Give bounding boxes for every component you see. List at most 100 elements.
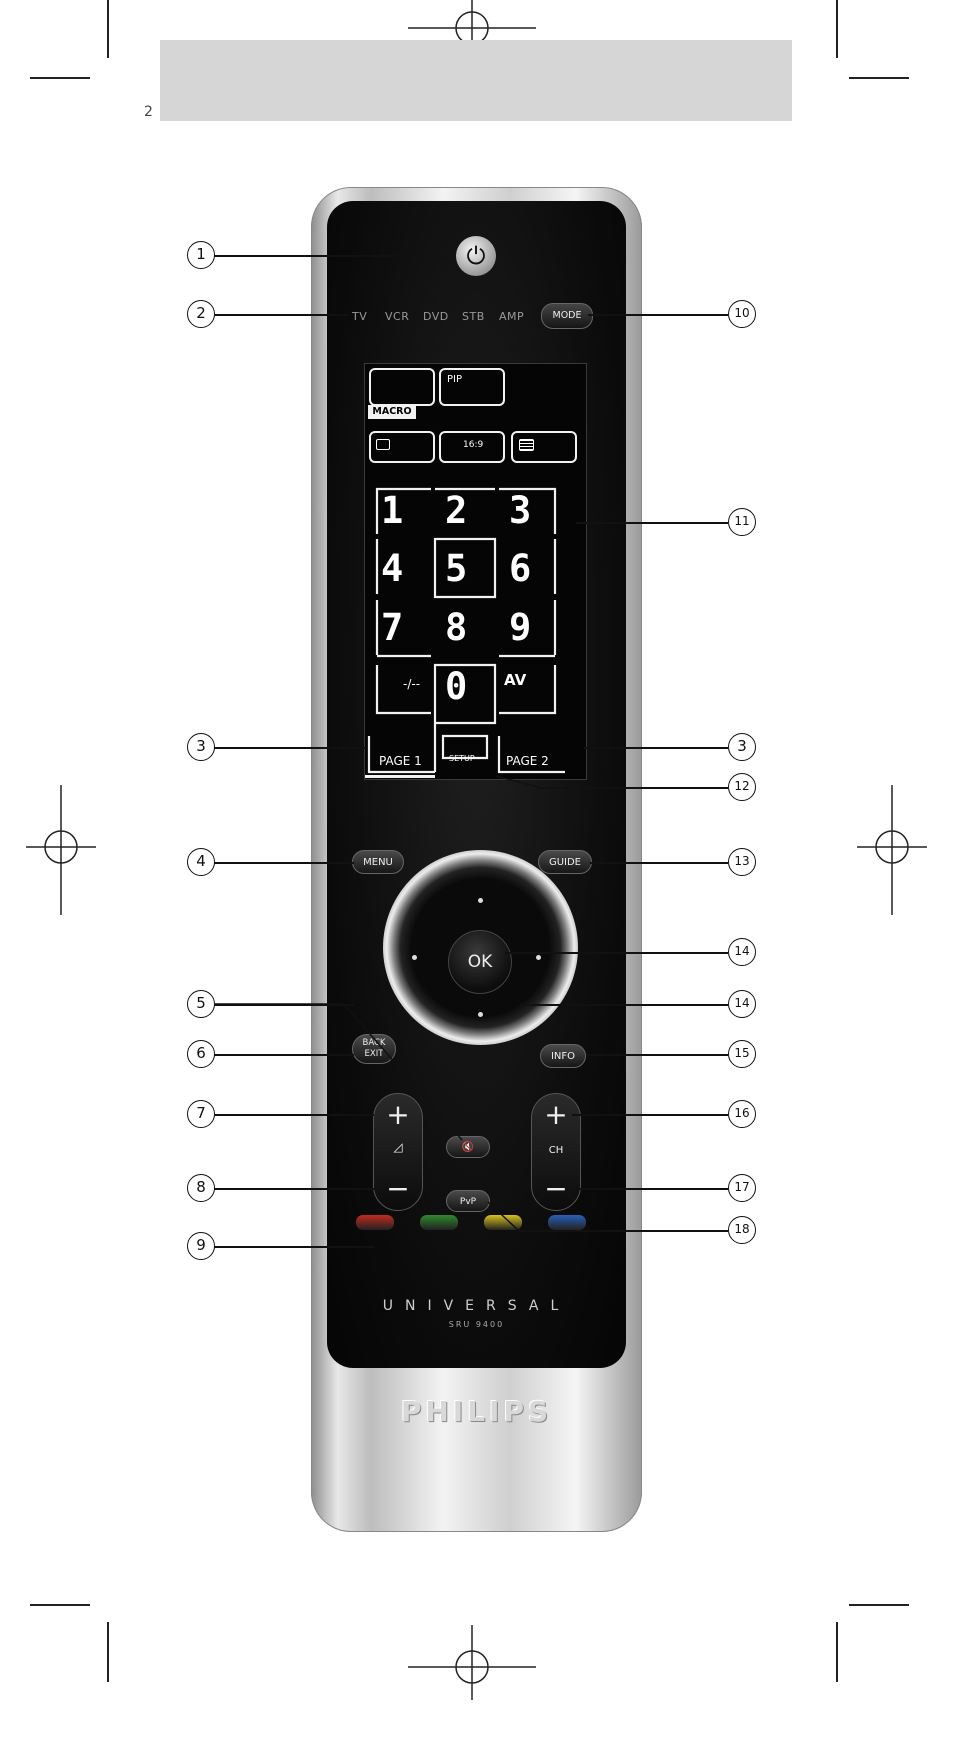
mode-button[interactable]: MODE — [541, 303, 593, 329]
leader-line — [214, 1246, 374, 1248]
pvp-button[interactable]: PvP — [446, 1190, 490, 1212]
teletext-icon — [519, 439, 534, 451]
callout-8: 8 — [187, 1174, 215, 1202]
yellow-key[interactable] — [484, 1215, 522, 1230]
volume-icon: ◿ — [393, 1140, 403, 1154]
menu-button[interactable]: MENU — [352, 850, 404, 874]
page-number: 2 — [144, 104, 153, 120]
callout-16: 16 — [728, 1100, 756, 1128]
teletext-button[interactable] — [511, 431, 577, 463]
power-icon: ⏻ — [466, 242, 486, 270]
callout-5: 5 — [187, 990, 215, 1018]
power-button[interactable]: ⏻ — [456, 236, 496, 276]
guide-button[interactable]: GUIDE — [538, 850, 592, 874]
channel-up-icon[interactable]: + — [544, 1098, 568, 1131]
crop-mark — [30, 1604, 90, 1606]
key-5[interactable]: 5 — [445, 547, 468, 590]
page1-button[interactable]: PAGE 1 — [379, 754, 422, 768]
page2-button[interactable]: PAGE 2 — [506, 754, 549, 768]
tv-icon — [376, 439, 390, 450]
green-key[interactable] — [420, 1215, 458, 1230]
key-0[interactable]: 0 — [445, 665, 468, 708]
callout-11: 11 — [728, 508, 756, 536]
aspect-ratio-button[interactable]: 16:9 — [439, 431, 505, 463]
callout-14-nav: 14 — [728, 990, 756, 1018]
mode-label-stb: STB — [462, 310, 485, 323]
key-8[interactable]: 8 — [445, 606, 468, 649]
crop-mark — [107, 0, 109, 58]
leader-line — [538, 787, 728, 789]
exit-label: EXIT — [364, 1049, 384, 1059]
info-button[interactable]: INFO — [540, 1044, 586, 1068]
callout-18: 18 — [728, 1216, 756, 1244]
registration-mark-bottom — [408, 1625, 536, 1700]
leader-line — [518, 1230, 728, 1232]
key-9[interactable]: 9 — [509, 606, 532, 649]
leader-line — [214, 1054, 354, 1056]
leader-line — [588, 314, 728, 316]
mode-label-tv: TV — [352, 310, 368, 323]
leader-line — [572, 1114, 728, 1116]
leader-line — [520, 1004, 728, 1006]
key-4[interactable]: 4 — [381, 547, 404, 590]
crop-mark — [107, 1622, 109, 1682]
setup-button[interactable]: SETUP — [449, 754, 475, 763]
callout-15: 15 — [728, 1040, 756, 1068]
leader-line — [214, 255, 454, 257]
philips-logo: PHILIPS — [400, 1395, 553, 1428]
model-label: SRU 9400 — [448, 1320, 505, 1329]
nav-right-dot — [536, 955, 541, 960]
callout-13: 13 — [728, 848, 756, 876]
callout-7: 7 — [187, 1100, 215, 1128]
crop-mark — [30, 77, 90, 79]
crop-mark — [836, 1622, 838, 1682]
leader-line — [214, 314, 349, 316]
volume-rocker[interactable]: + ◿ − — [373, 1093, 423, 1211]
crop-mark — [849, 1604, 909, 1606]
ok-button[interactable]: OK — [448, 930, 512, 994]
tv-icon-button[interactable] — [369, 431, 435, 463]
callout-3-left: 3 — [187, 733, 215, 761]
channel-label: CH — [548, 1145, 564, 1156]
key-av[interactable]: AV — [504, 671, 527, 689]
callout-12: 12 — [728, 773, 756, 801]
key-dash[interactable]: -/-- — [403, 677, 421, 691]
header-band — [160, 40, 792, 121]
mode-label-vcr: VCR — [385, 310, 410, 323]
leader-line — [576, 522, 728, 524]
leader-line — [584, 747, 728, 749]
callout-14-ok: 14 — [728, 938, 756, 966]
nav-left-dot — [412, 955, 417, 960]
callout-17: 17 — [728, 1174, 756, 1202]
callout-9: 9 — [187, 1232, 215, 1260]
volume-up-icon[interactable]: + — [386, 1098, 410, 1131]
channel-rocker[interactable]: + CH − — [531, 1093, 581, 1211]
mute-icon: 🔇 — [461, 1142, 475, 1153]
leader-line — [586, 1054, 728, 1056]
page-indicator — [365, 775, 435, 778]
back-label: BACK — [362, 1038, 386, 1048]
pip-button[interactable]: PIP — [439, 368, 505, 406]
callout-2: 2 — [187, 300, 215, 328]
callout-6: 6 — [187, 1040, 215, 1068]
key-2[interactable]: 2 — [445, 489, 468, 532]
mode-label-amp: AMP — [499, 310, 525, 323]
leader-line — [214, 1188, 389, 1190]
red-key[interactable] — [356, 1215, 394, 1230]
key-7[interactable]: 7 — [381, 606, 404, 649]
crop-mark — [836, 0, 838, 58]
channel-down-icon[interactable]: − — [544, 1172, 568, 1205]
mute-button[interactable]: 🔇 — [446, 1136, 490, 1158]
pip-label: PIP — [447, 374, 463, 385]
callout-3-right: 3 — [728, 733, 756, 761]
key-1[interactable]: 1 — [381, 489, 404, 532]
callout-10: 10 — [728, 300, 756, 328]
blue-key[interactable] — [548, 1215, 586, 1230]
key-6[interactable]: 6 — [509, 547, 532, 590]
volume-down-icon[interactable]: − — [386, 1172, 410, 1205]
macro-label: MACRO — [368, 405, 416, 419]
touch-screen: MACRO PIP 16:9 1 2 3 4 5 6 7 8 9 0 -/-- … — [364, 363, 587, 780]
key-3[interactable]: 3 — [509, 489, 532, 532]
mode-label-dvd: DVD — [423, 310, 449, 323]
